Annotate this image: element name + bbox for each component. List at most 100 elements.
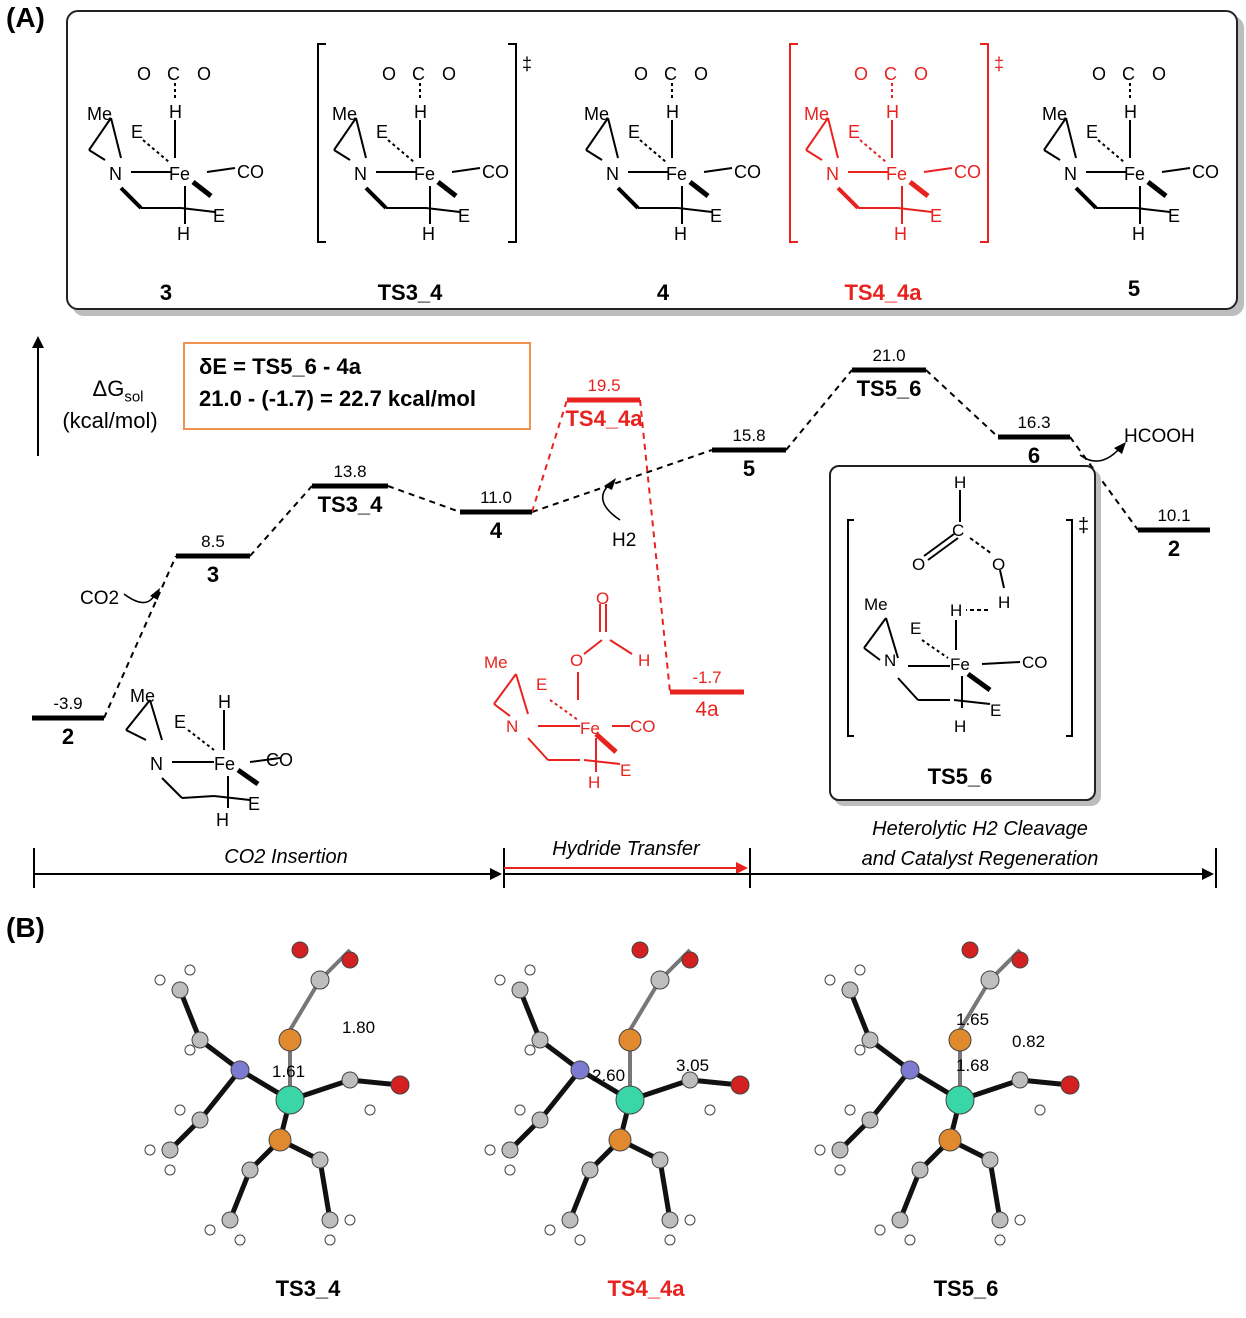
c-atom xyxy=(1011,1071,1029,1089)
distance-ts56-c: 1.68 xyxy=(956,1056,990,1075)
atom-e: E xyxy=(248,794,260,814)
atom-e: E xyxy=(131,122,143,142)
atom-fe: Fe xyxy=(414,164,435,184)
atom-o: O xyxy=(854,64,868,84)
level-name: TS5_6 xyxy=(856,376,922,401)
atom-e: E xyxy=(458,206,470,226)
h-atom xyxy=(854,964,866,976)
c-atom xyxy=(981,1151,999,1169)
panel-a-label: (A) xyxy=(6,2,45,33)
c-atom xyxy=(161,1141,179,1159)
c-atom xyxy=(511,981,529,999)
h-atom xyxy=(844,1104,856,1116)
phase-regen-line-2: and Catalyst Regeneration xyxy=(861,848,1099,870)
h-atom xyxy=(164,1164,176,1176)
atom-e: E xyxy=(376,122,388,142)
bond xyxy=(958,978,992,1032)
atom-o: O xyxy=(1092,64,1106,84)
atom-h: H xyxy=(422,224,435,244)
level-value: 11.0 xyxy=(480,488,512,507)
h-atom xyxy=(324,1234,336,1246)
bond xyxy=(628,978,662,1032)
p-atom xyxy=(278,1028,302,1052)
level-name: 6 xyxy=(1027,443,1041,468)
h-atom xyxy=(814,1144,826,1156)
bottom-label-ts3-4: TS3_4 xyxy=(275,1276,341,1301)
structure-4a-drawing: O O H Me E N Fe CO E H xyxy=(484,592,656,792)
p-atom xyxy=(948,1028,972,1052)
atom-fe: Fe xyxy=(214,754,235,774)
h-atom xyxy=(484,1144,496,1156)
c-atom xyxy=(531,1111,549,1129)
bond xyxy=(288,978,322,1032)
bond xyxy=(517,989,543,1041)
atom-e: E xyxy=(1086,122,1098,142)
c-atom xyxy=(651,1151,669,1169)
atom-o: O xyxy=(442,64,456,84)
o-atom xyxy=(730,1075,750,1095)
h-atom xyxy=(664,1234,676,1246)
bond xyxy=(227,1169,253,1221)
level-value: 13.8 xyxy=(333,462,367,481)
phase-regen-line-1: Heterolytic H2 Cleavage xyxy=(872,818,1088,840)
struct-label-ts4-4a: TS4_4a xyxy=(844,280,922,305)
c-atom xyxy=(531,1031,549,1049)
bond xyxy=(847,989,873,1041)
h-atom xyxy=(904,1234,916,1246)
atom-e: E xyxy=(848,122,860,142)
c-atom xyxy=(191,1111,209,1129)
level-value: 16.3 xyxy=(1017,413,1051,432)
atom-o: O xyxy=(197,64,211,84)
distance-ts56-a: 1.65 xyxy=(956,1010,990,1029)
atom-o: O xyxy=(596,592,609,608)
level-value: 15.8 xyxy=(732,426,766,445)
atom-h: H xyxy=(954,717,966,736)
c-atom xyxy=(831,1141,849,1159)
level-name: TS3_4 xyxy=(317,492,383,517)
o-atom xyxy=(1011,951,1029,969)
atom-me: Me xyxy=(484,653,508,672)
atom-c: C xyxy=(952,521,964,540)
energy-profile xyxy=(32,367,1210,721)
level-value: 19.5 xyxy=(587,376,621,395)
atom-c: C xyxy=(884,64,897,84)
c-atom xyxy=(341,1071,359,1089)
atom-n: N xyxy=(150,754,163,774)
struct-label-ts3-4: TS3_4 xyxy=(377,280,443,305)
level-value: 10.1 xyxy=(1157,506,1191,525)
atom-e: E xyxy=(536,675,547,694)
o-atom xyxy=(291,941,309,959)
atom-fe: Fe xyxy=(169,164,190,184)
atom-me: Me xyxy=(1042,104,1067,124)
co2-label: CO2 xyxy=(80,588,120,609)
atom-fe: Fe xyxy=(1124,164,1145,184)
atom-me: Me xyxy=(864,595,888,614)
profile-connectors-red xyxy=(531,399,671,693)
atom-co: CO xyxy=(734,162,761,182)
h-atom xyxy=(364,1104,376,1116)
h-atom xyxy=(874,1224,886,1236)
h-atom xyxy=(834,1164,846,1176)
distance-ts44a-a: 2.60 xyxy=(592,1066,626,1085)
phase-co2-insertion: CO2 Insertion xyxy=(224,846,348,868)
atom-o: O xyxy=(694,64,708,84)
h-atom xyxy=(494,974,506,986)
atom-h: H xyxy=(638,651,650,670)
h-atom xyxy=(704,1104,716,1116)
atom-c: C xyxy=(664,64,677,84)
atom-h: H xyxy=(894,224,907,244)
atom-fe: Fe xyxy=(666,164,687,184)
fe-atom xyxy=(275,1085,305,1115)
p-atom xyxy=(608,1128,632,1152)
profile-connectors xyxy=(103,369,1139,719)
bond xyxy=(317,1159,333,1221)
atom-c: C xyxy=(412,64,425,84)
atom-fe: Fe xyxy=(886,164,907,184)
level-name: 4 xyxy=(489,518,503,543)
ts5-6-inset-drawing: H C O O H H ‡ Me E N Fe CO E H xyxy=(847,473,1089,737)
level-name: 2 xyxy=(61,724,75,749)
c-atom xyxy=(191,1031,209,1049)
struct-label-5: 5 xyxy=(1127,276,1141,301)
h2-label: H2 xyxy=(612,530,637,551)
energy-span-box: δE = TS5_6 - 4a 21.0 - (-1.7) = 22.7 kca… xyxy=(183,342,531,430)
